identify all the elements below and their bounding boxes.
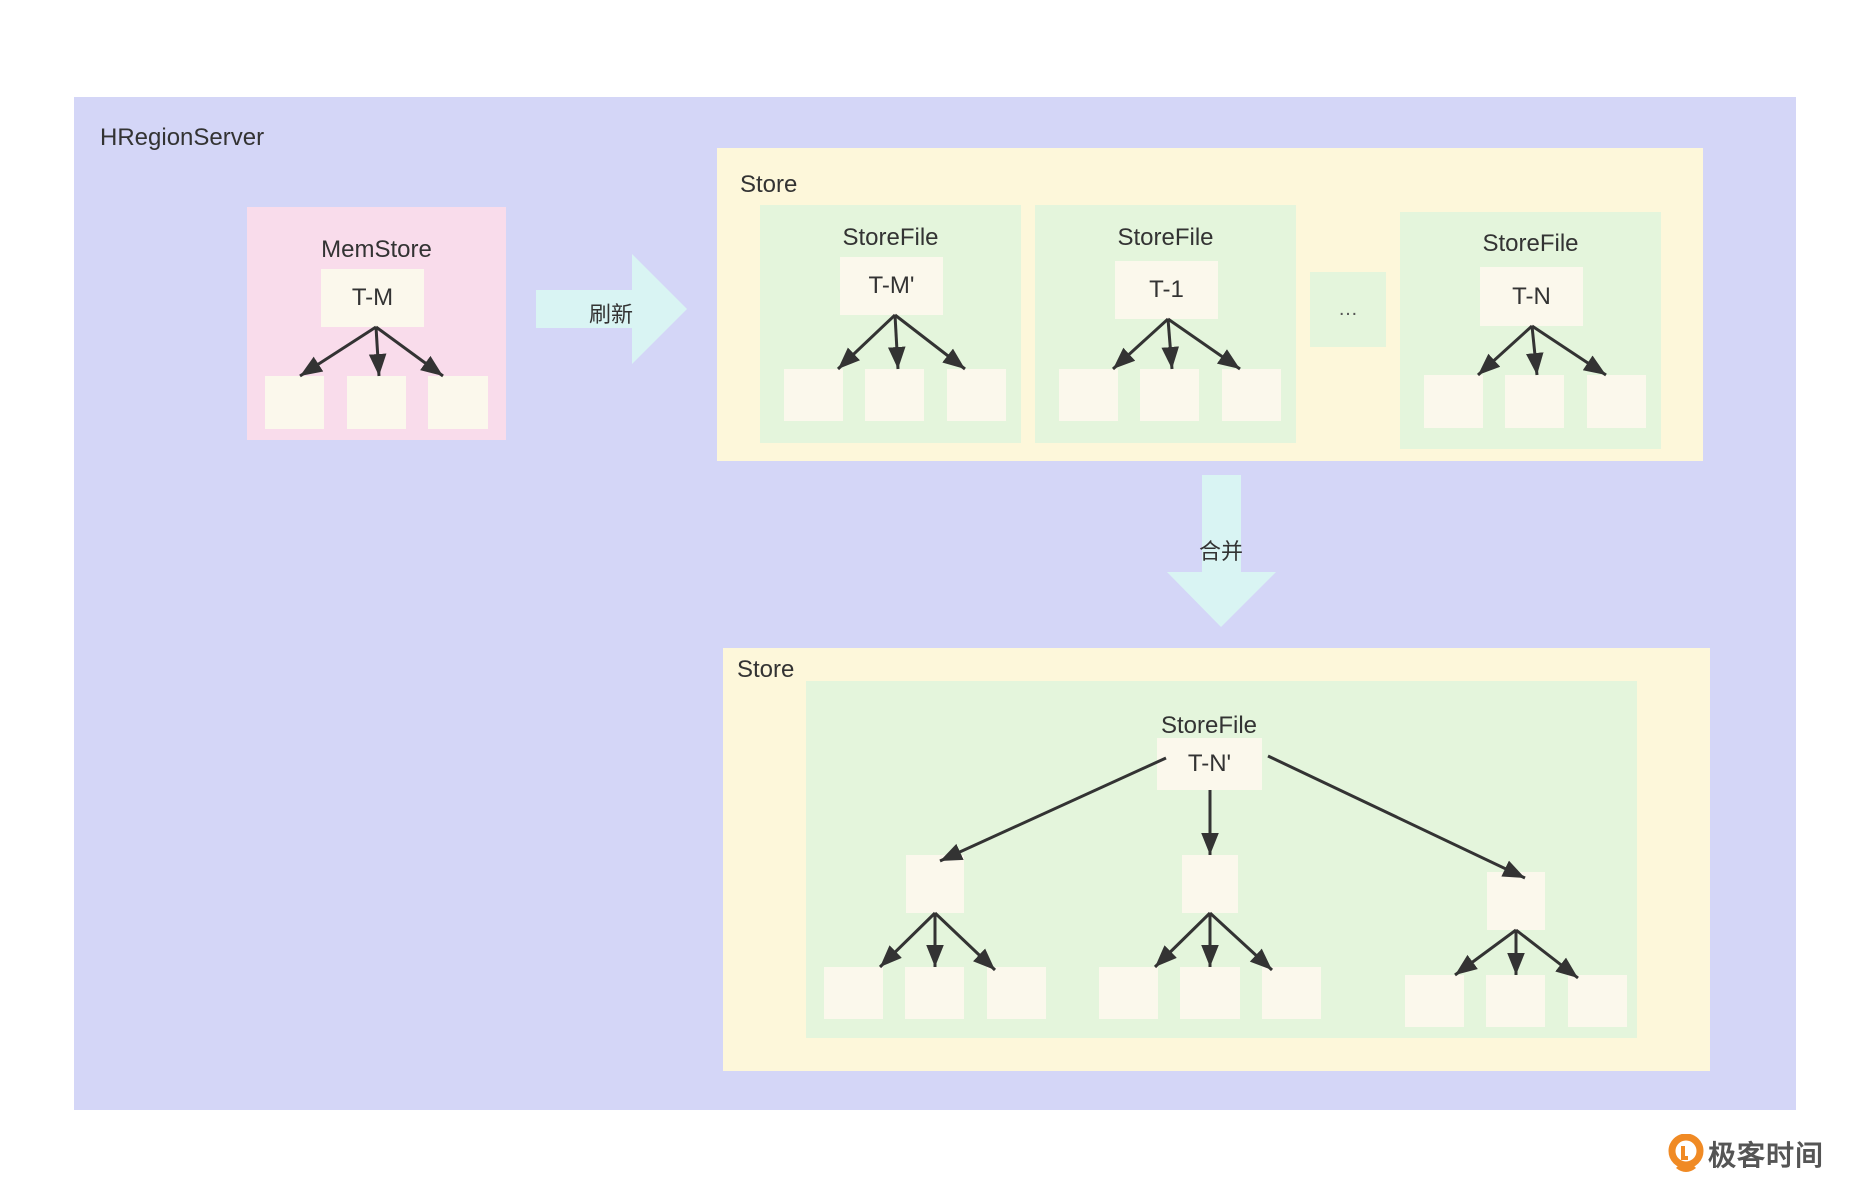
memstore-leaf-node <box>428 376 488 429</box>
merged-storefile-label: StoreFile <box>1160 712 1258 739</box>
memstore-leaf-node <box>265 376 324 429</box>
memstore-label: MemStore <box>321 236 432 263</box>
upper-store-label: Store <box>740 171 798 198</box>
merged-leaf-node <box>1486 975 1545 1027</box>
brand-logo: 极客时间 <box>1668 1133 1828 1175</box>
merge-arrow-label: 合并 <box>1199 539 1244 564</box>
storefile-root-node: T-N <box>1480 267 1583 326</box>
merged-leaf-node <box>987 967 1046 1019</box>
merged-leaf-node <box>824 967 883 1019</box>
storefile-leaf-node <box>1140 369 1199 421</box>
merged-leaf-node <box>1262 967 1321 1019</box>
merged-leaf-node <box>1568 975 1627 1027</box>
memstore-leaf-node <box>347 376 406 429</box>
storefile-label: StoreFile <box>842 224 939 251</box>
merged-leaf-node <box>905 967 964 1019</box>
hregionserver-label: HRegionServer <box>100 124 265 151</box>
storefile-label: StoreFile <box>1482 230 1579 257</box>
memstore-root-node: T-M <box>321 269 424 327</box>
storefile-leaf-node <box>1222 369 1281 421</box>
brand-logo-text: 极客时间 <box>1708 1139 1825 1172</box>
merged-leaf-node <box>1099 967 1158 1019</box>
lower-store-label: Store <box>737 656 795 683</box>
storefile-leaf-node <box>1505 375 1564 428</box>
merged-root-node: T-N' <box>1157 738 1262 790</box>
storefile-leaf-node <box>1059 369 1118 421</box>
merged-mid-node <box>1487 872 1545 930</box>
storefile-leaf-node <box>1587 375 1646 428</box>
ellipsis-box: … <box>1310 272 1386 347</box>
storefile-label: StoreFile <box>1117 224 1214 251</box>
storefile-leaf-node <box>947 369 1006 421</box>
merged-leaf-node <box>1180 967 1240 1019</box>
merged-mid-node <box>1182 855 1238 913</box>
storefile-root-node: T-1 <box>1115 261 1218 319</box>
geektime-logo-icon <box>1668 1134 1704 1172</box>
storefile-leaf-node <box>865 369 924 421</box>
storefile-leaf-node <box>784 369 843 421</box>
storefile-root-node: T-M' <box>840 257 943 315</box>
storefile-leaf-node <box>1424 375 1483 428</box>
merged-leaf-node <box>1405 975 1464 1027</box>
merged-mid-node <box>906 855 964 913</box>
flush-arrow-label: 刷新 <box>589 302 634 327</box>
